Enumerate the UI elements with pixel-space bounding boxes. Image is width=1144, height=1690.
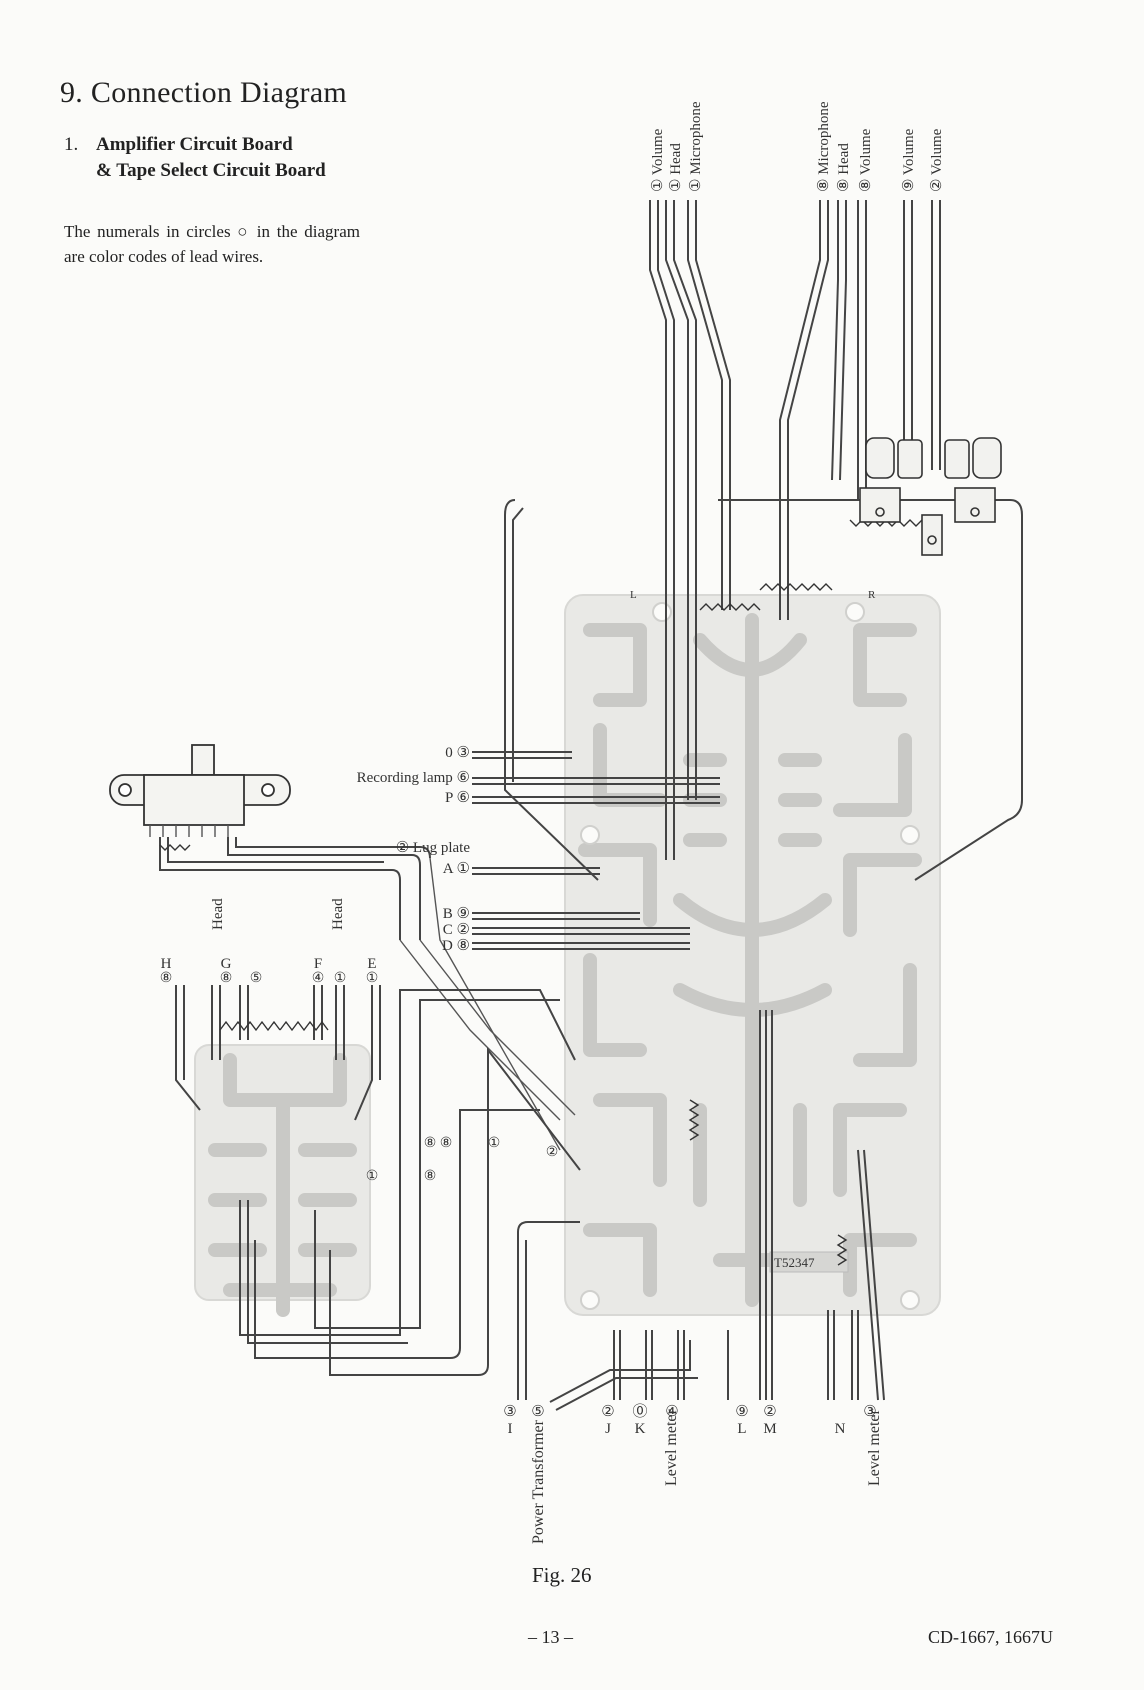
level-meter-left-label: Level meter [663,1408,680,1486]
left-channel-marking: L [630,589,637,601]
tape-select-board [175,985,581,1376]
terminal-code: ⑧ [220,971,233,986]
loop-code: ① [366,1169,379,1184]
top-lead-label: ② Volume [929,128,945,192]
side-lead-label: ② Lug plate [396,840,471,856]
bottom-lead-code: ⑨ [735,1404,748,1420]
right-channel-marking: R [868,589,876,601]
terminal-code: ⑤ [250,971,263,986]
top-lead-label: ① Head [668,143,684,192]
terminal-code: ① [366,971,379,986]
bottom-lead-code: ④ [665,1404,678,1420]
pcb-number: T52347 [774,1255,815,1270]
terminal-letter: F [314,956,322,972]
page-number: – 13 – [528,1627,573,1647]
bottom-lead-letter: I [508,1421,513,1437]
bottom-lead-code: ③ [863,1404,876,1420]
top-lead-label: ⑧ Volume [858,128,874,192]
subsection-heading: 1. Amplifier Circuit Board & Tape Select … [64,132,326,184]
terminal-letter: E [367,956,376,972]
side-lead-label: 0 ③ [445,745,470,761]
subsection-line-1: Amplifier Circuit Board [96,134,293,155]
loop-code: ① [488,1136,501,1151]
side-lead-label: Recording lamp ⑥ [357,770,470,786]
top-lead-label: ① Microphone [688,101,704,192]
document-id: CD-1667, 1667U [928,1627,1053,1647]
figure-caption: Fig. 26 [532,1563,592,1587]
loop-code: ⑧ [440,1136,453,1151]
bottom-lead-code: ⑤ [531,1404,544,1420]
loop-code: ② [546,1145,559,1160]
section-title: 9. Connection Diagram [60,76,348,109]
bottom-lead-wires [517,1010,885,1411]
power-transformer-label: Power Transformer [530,1419,547,1544]
top-lead-label: ① Volume [650,128,666,192]
volume-controls [859,437,1002,556]
bottom-group-labels: Power Transformer Level meter Level meter [530,1408,883,1544]
bottom-lead-letter: J [605,1421,611,1437]
terminal-letter: G [221,956,232,972]
terminal-code: ⑧ [160,971,173,986]
switch-lead-wires [159,837,576,1151]
bottom-lead-letter: M [763,1421,776,1437]
level-meter-right-label: Level meter [866,1408,883,1486]
terminal-letter: H [161,956,172,972]
bottom-lead-code: ② [763,1404,776,1420]
bottom-lead-letter: K [635,1421,646,1437]
top-lead-label: ⑨ Volume [901,128,917,192]
terminal-code: ④ [312,971,325,986]
color-code-note: The numerals in circles ○ in the diagram… [64,222,360,266]
side-lead-label: A ① [443,861,470,877]
terminal-code: ① [334,971,347,986]
bottom-lead-code: ② [601,1404,614,1420]
bottom-lead-code: ③ [503,1404,516,1420]
head-right-label: Head [330,898,346,930]
subsection-line-2: & Tape Select Circuit Board [96,160,326,181]
side-lead-label: D ⑧ [442,938,470,954]
head-left-label: Head [210,898,226,930]
bottom-lead-code: ⓪ [632,1403,647,1420]
bottom-lead-letter: N [835,1421,846,1437]
loop-code: ⑧ [424,1136,437,1151]
loop-code: ⑧ [424,1169,437,1184]
side-lead-label: B ⑨ [443,906,470,922]
top-lead-wires [504,200,1023,881]
top-lead-label: ⑧ Head [836,143,852,192]
amplifier-circuit-board: T52347 L R [564,589,941,1316]
bottom-lead-letter: L [737,1421,746,1437]
loop-code-labels: ⑧ ① ① ⑧ ② ⑧ [366,1136,559,1184]
top-lead-label: ⑧ Microphone [816,101,832,192]
tape-select-switch [109,744,291,837]
side-lead-labels: 0 ③ Recording lamp ⑥ P ⑥ ② Lug plate A ① B ⑨C… [357,745,471,954]
side-lead-label: C ② [443,922,470,938]
side-lead-label: P ⑥ [445,790,470,806]
subsection-number: 1. [64,134,79,155]
side-lead-stubs [472,751,720,950]
